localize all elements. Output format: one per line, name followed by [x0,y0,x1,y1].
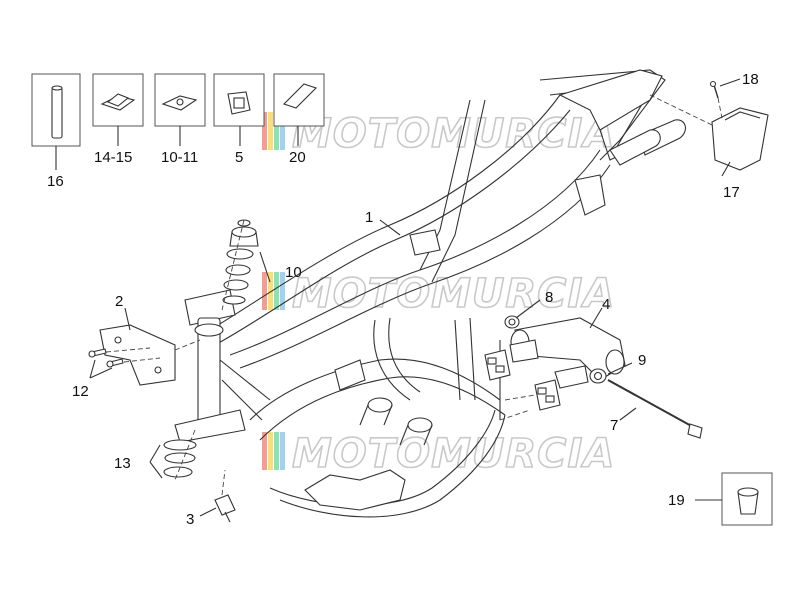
callout-12: 12 [72,383,89,400]
callout-10: 10 [285,264,302,281]
bolts-12 [88,347,161,368]
leader-lines [89,78,741,517]
callout-16: 16 [47,173,64,190]
part-box-5 [213,73,265,146]
rubber-blocks [484,349,561,421]
bolt-7 [607,379,703,439]
steering-head [174,289,271,443]
part-box-10-11 [154,73,206,146]
callout-10-11: 10-11 [161,149,198,166]
callout-5: 5 [235,149,243,166]
callout-19: 19 [668,492,685,509]
part-box-14-15 [92,73,144,146]
callout-7: 7 [610,417,618,434]
callout-3: 3 [186,511,194,528]
part-box-19 [695,472,773,526]
callout-20: 20 [289,149,306,166]
callout-1: 1 [365,209,373,226]
part-box-16 [31,73,81,170]
watermark-2: MOTOMURCIA [262,270,615,318]
callout-14-15: 14-15 [94,149,132,166]
bushing-8 [504,315,520,329]
watermark-1: MOTOMURCIA [262,110,615,158]
clip-3 [214,469,236,523]
swingarm-4 [509,317,626,389]
part-box-20 [273,73,325,146]
callout-9: 9 [638,352,646,369]
svg-text:MOTOMURCIA: MOTOMURCIA [292,271,615,317]
callout-8: 8 [545,289,553,306]
callout-18: 18 [742,71,759,88]
bracket-2 [99,324,201,386]
callout-4: 4 [602,296,610,313]
lower-bearing-stack [163,429,197,481]
svg-text:MOTOMURCIA: MOTOMURCIA [292,111,615,157]
rear-bracket-17 [649,94,769,171]
callout-17: 17 [723,184,740,201]
callout-13: 13 [114,455,131,472]
watermark-3: MOTOMURCIA [262,430,615,478]
upper-bearing-stack [221,219,259,311]
frame-main [209,69,686,518]
screw-18 [709,80,723,119]
bushing-9 [589,368,607,384]
callout-2: 2 [115,293,123,310]
